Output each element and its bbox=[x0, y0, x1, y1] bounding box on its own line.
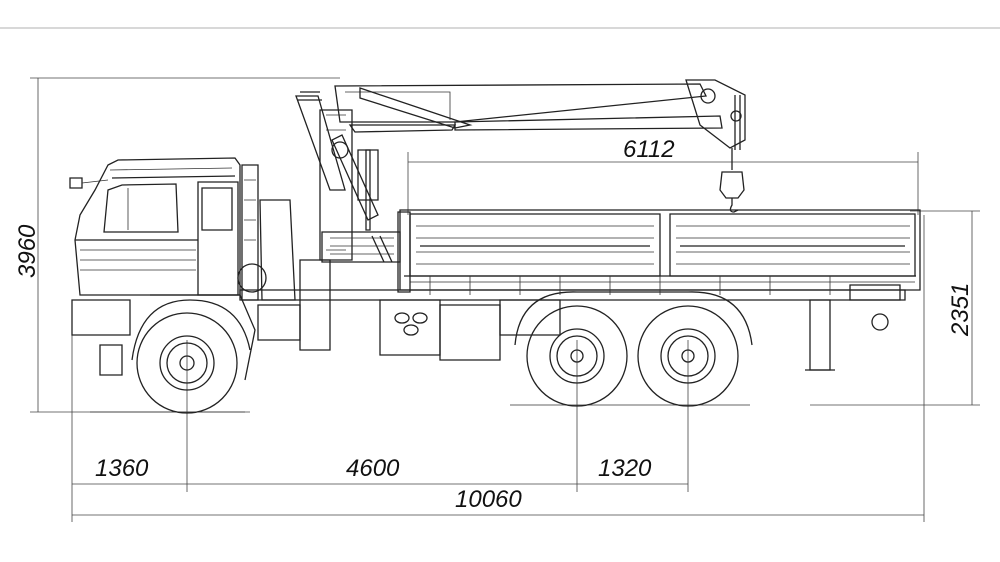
dim-deck-height: 2351 bbox=[947, 283, 974, 337]
dim-overall-height: 3960 bbox=[14, 224, 41, 278]
dim-boom-reach: 6112 bbox=[623, 136, 675, 163]
cargo-body bbox=[397, 209, 921, 295]
crane bbox=[295, 79, 746, 263]
dim-rear-axle-spacing: 1320 bbox=[598, 455, 652, 482]
rear-mudguard bbox=[514, 291, 753, 346]
rear-wheel-1 bbox=[526, 305, 628, 407]
dimension-lines bbox=[30, 77, 980, 522]
front-wheel bbox=[131, 299, 251, 414]
cab bbox=[69, 157, 296, 381]
dim-wheelbase: 4600 bbox=[346, 455, 400, 482]
dim-overall-length: 10060 bbox=[455, 486, 522, 513]
rear-wheel-2 bbox=[637, 305, 739, 407]
dim-front-overhang: 1360 bbox=[95, 455, 149, 482]
